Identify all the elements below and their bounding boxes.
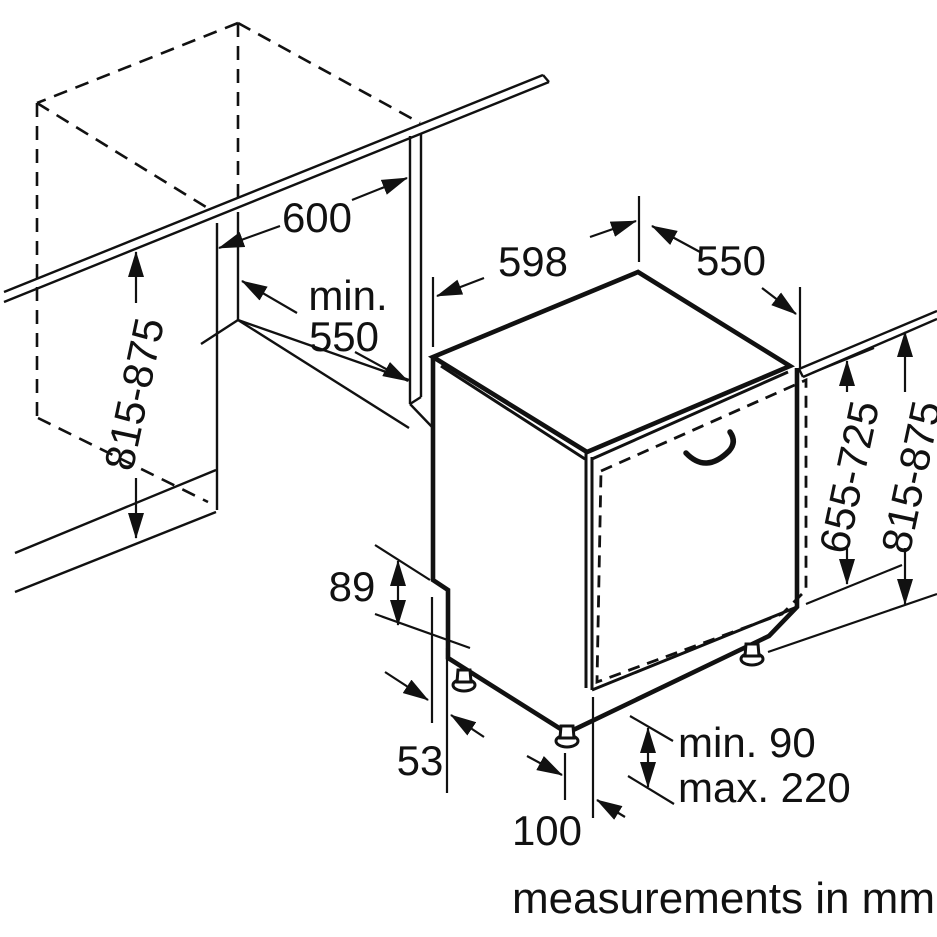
dim-niche-depth: min. 550 [241, 272, 409, 382]
dimension-arrow [218, 224, 281, 250]
extension-line [627, 775, 675, 805]
top-panel-inner-edge [591, 370, 789, 461]
dim-niche-depth-prefix-label: min. [308, 272, 387, 319]
adjustable-feet [451, 642, 765, 749]
units-caption: measurements in mm [512, 874, 935, 923]
dishwasher-body [427, 269, 800, 736]
dimension-arrow [354, 351, 409, 382]
door-panel-dashed-outline [595, 377, 808, 685]
dim-base-rear-inset: 53 [384, 597, 485, 793]
niche-dashed-outline [35, 21, 421, 504]
dim-appliance-depth: 550 [651, 225, 802, 368]
adjustable-foot-front-left [554, 724, 580, 749]
top-panel-inner-edge [440, 364, 586, 461]
dimension-arrow [351, 176, 408, 202]
niche-structure [14, 133, 434, 594]
dim-niche-height: 815-875 [95, 251, 173, 539]
dimension-arrow [651, 225, 701, 253]
dim-appliance-width-label: 598 [498, 238, 568, 285]
worktop-end-cap [542, 74, 550, 83]
worktop-right [797, 309, 937, 379]
dimension-arrow [589, 219, 637, 239]
dim-niche-depth-value-label: 550 [309, 313, 379, 360]
niche-floor-edge [237, 318, 410, 430]
dimension-arrow [436, 276, 485, 298]
dashed-edge [36, 101, 207, 209]
dimension-arrow [450, 714, 485, 738]
extension-line [374, 544, 431, 581]
dim-plinth-height: min. 90 max. 220 [627, 715, 851, 811]
dim-plinth-depth-label: 100 [512, 807, 582, 854]
adjustable-foot-rear [451, 668, 477, 693]
dishwasher-top-face [427, 269, 795, 455]
worktop-edge-line [798, 309, 937, 371]
extension-line [767, 592, 937, 654]
dimension-arrow [596, 799, 626, 820]
door-handle-icon [683, 429, 736, 466]
partition-foot-edge [409, 403, 434, 429]
dimension-arrow [241, 280, 298, 314]
dashed-edge [36, 21, 239, 105]
niche-bottom-edge [237, 318, 410, 382]
dim-niche-height-label: 815-875 [95, 314, 173, 475]
extension-line [629, 715, 674, 742]
dim-niche-width-label: 600 [282, 194, 352, 241]
dimension-arrow [761, 287, 797, 315]
dashed-edge [37, 416, 209, 504]
dashed-edge [237, 21, 421, 125]
dim-base-rear-height: 89 [329, 544, 471, 650]
niche-corner-tick [200, 318, 239, 346]
dim-base-rear-height-label: 89 [329, 563, 376, 610]
door-panel-dashed-edge [595, 377, 808, 685]
partition-end-cap [409, 395, 422, 406]
extension-line [374, 612, 471, 650]
dimension-arrow [526, 755, 563, 776]
dimension-arrow [384, 671, 429, 701]
worktop-edge-line [3, 80, 550, 304]
floor-edge-line [14, 510, 217, 594]
dim-plinth-height-max-label: max. 220 [678, 764, 851, 811]
dim-plinth-height-min-label: min. 90 [678, 719, 816, 766]
worktop-end-cap [797, 368, 805, 378]
dim-appliance-depth-label: 550 [696, 237, 766, 284]
dishwasher-outline [430, 357, 800, 736]
dim-plinth-depth: 100 [512, 697, 626, 854]
extension-line [805, 563, 903, 606]
worktop-left [3, 73, 550, 304]
adjustable-foot-front-right [739, 642, 765, 667]
worktop-edge-line [3, 73, 544, 294]
dim-appliance-width: 598 [431, 196, 641, 347]
dim-niche-width: 600 [218, 176, 408, 250]
dim-base-rear-inset-label: 53 [397, 737, 444, 784]
floor-edge-line [14, 468, 217, 555]
